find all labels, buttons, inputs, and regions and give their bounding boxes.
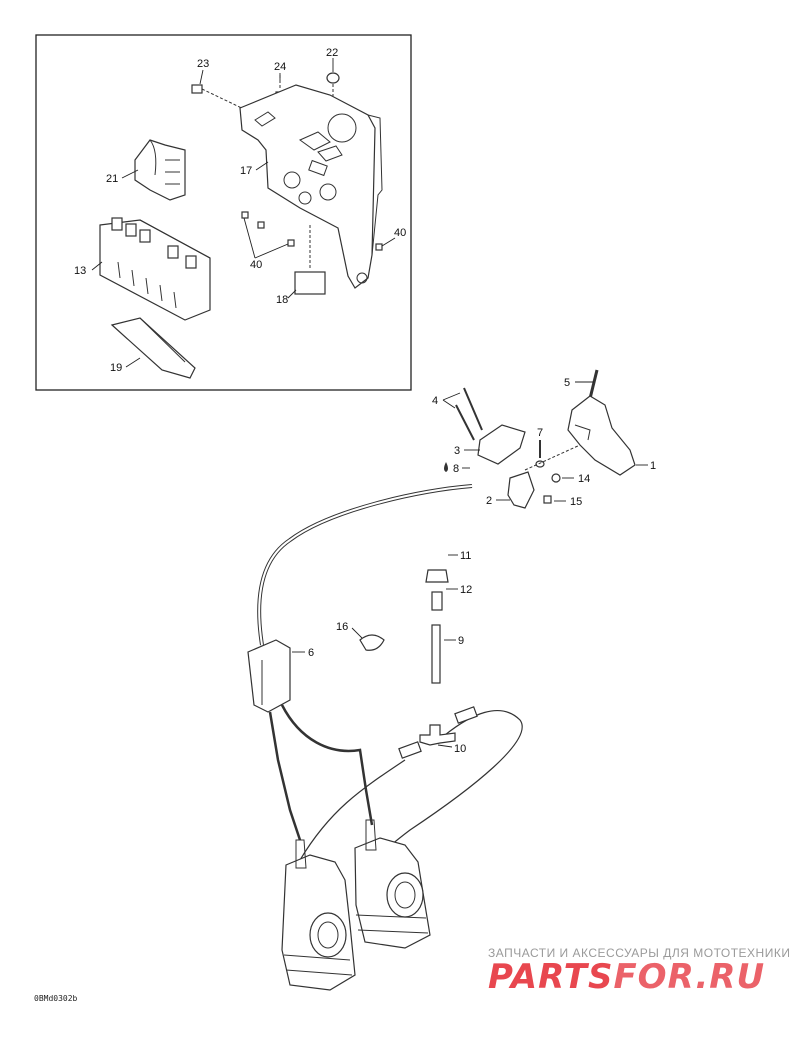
throttle-cable xyxy=(257,484,473,646)
part-8-drop-icon xyxy=(444,462,470,472)
part-4-screws xyxy=(442,387,483,441)
part-11-cap xyxy=(425,554,458,583)
callout-2: 2 xyxy=(486,495,492,507)
callout-3: 3 xyxy=(454,445,460,457)
callout-18: 18 xyxy=(276,294,288,306)
callout-6: 6 xyxy=(308,647,314,659)
part-10-tee xyxy=(398,706,478,759)
carb-cables xyxy=(268,704,523,861)
callout-19: 19 xyxy=(110,362,122,374)
part-15-nut xyxy=(543,495,566,504)
callout-12: 12 xyxy=(460,584,472,596)
part-17-bracket xyxy=(239,84,383,289)
callout-9: 9 xyxy=(458,635,464,647)
callout-4: 4 xyxy=(432,395,438,407)
part-7-pin xyxy=(535,440,545,468)
part-14-washer xyxy=(551,473,574,483)
watermark-brand-right: FOR.RU xyxy=(613,957,765,997)
part-40-nuts xyxy=(241,211,383,251)
callout-22: 22 xyxy=(326,47,338,59)
inset-leaders xyxy=(91,58,396,368)
part-3-block xyxy=(464,424,526,465)
watermark-brand-left: PARTS xyxy=(488,957,613,997)
drawing-code: 0BMd0302b xyxy=(34,994,78,1003)
callout-8: 8 xyxy=(453,463,459,475)
callout-11: 11 xyxy=(460,550,471,562)
callout-23: 23 xyxy=(197,58,209,70)
callout-10: 10 xyxy=(454,743,466,755)
carburetor-left xyxy=(281,839,356,991)
carburetor-right xyxy=(354,819,431,949)
callout-40-left: 40 xyxy=(250,259,262,271)
callout-7: 7 xyxy=(537,427,543,439)
part-12-fitting xyxy=(431,588,458,611)
part-23-screw xyxy=(191,84,251,113)
part-1-housing xyxy=(567,395,648,476)
part-18-tag xyxy=(294,225,326,295)
callout-16: 16 xyxy=(336,621,348,633)
callout-1: 1 xyxy=(650,460,656,472)
part-6-junction xyxy=(247,639,305,713)
callout-15: 15 xyxy=(570,496,582,508)
part-19-pad xyxy=(110,317,196,379)
callout-5: 5 xyxy=(564,377,570,389)
callout-17: 17 xyxy=(240,165,252,177)
part-13-module xyxy=(99,217,211,321)
part-22-grommet xyxy=(326,72,340,98)
part-9-tube xyxy=(431,624,456,684)
callout-13: 13 xyxy=(74,265,86,277)
inset-frame xyxy=(35,34,412,391)
watermark-tagline: ЗАПЧАСТИ И АКСЕССУАРЫ ДЛЯ МОТОТЕХНИКИ xyxy=(488,946,790,960)
callout-40-right: 40 xyxy=(394,227,406,239)
part-16-cover xyxy=(351,627,385,651)
part-21-connector xyxy=(134,139,186,201)
callout-14: 14 xyxy=(578,473,590,485)
watermark-brand: PARTSFOR.RU xyxy=(488,957,765,997)
part-2-lever xyxy=(496,444,581,509)
callout-21: 21 xyxy=(106,173,118,185)
callout-24: 24 xyxy=(274,61,286,73)
